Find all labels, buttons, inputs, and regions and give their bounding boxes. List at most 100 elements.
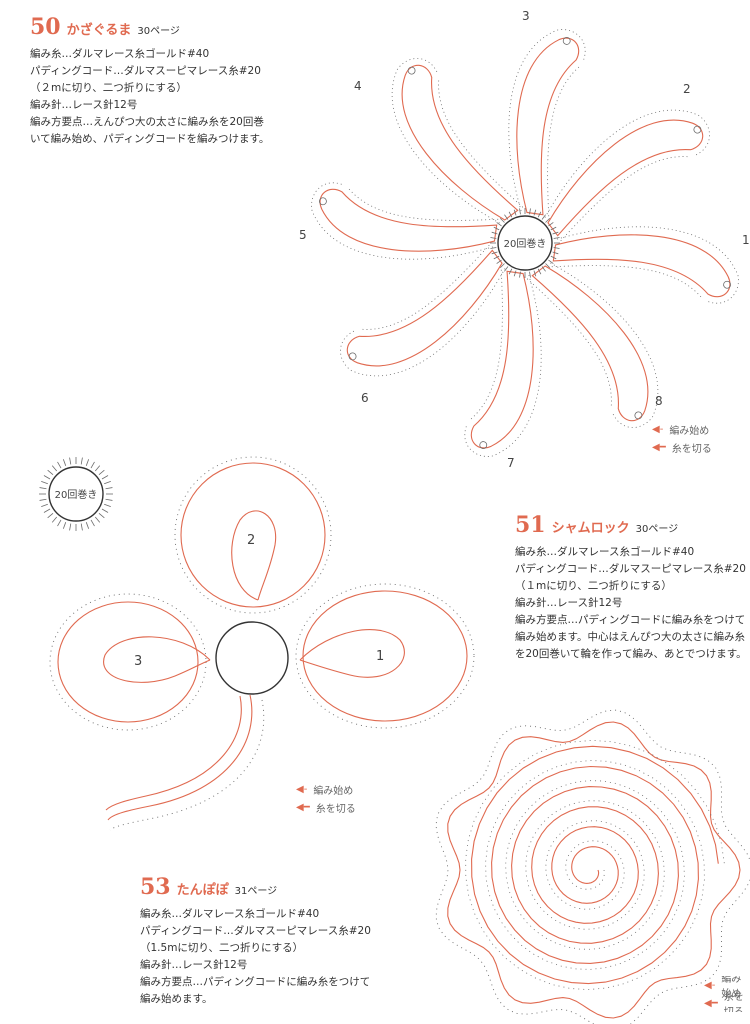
- leaf-2-inner-cord: [231, 510, 277, 601]
- dandelion-stitches: [435, 709, 750, 1024]
- page-reference: 30ページ: [635, 524, 679, 535]
- ring-stitch: [490, 237, 497, 239]
- ring-stitch: [105, 487, 113, 490]
- petal-label-5: 5: [299, 228, 307, 242]
- ring-stitch: [493, 226, 500, 231]
- pinwheel-blade: [551, 226, 739, 304]
- ring-stitch: [69, 523, 72, 531]
- blade-cord-outline: [346, 249, 503, 367]
- ring-stitch: [85, 459, 90, 466]
- leaf-label-1: 1: [376, 649, 384, 664]
- blade-cord-outline: [547, 119, 704, 237]
- dandelion-spiral-cord: [471, 745, 719, 985]
- petal-label-3: 3: [522, 9, 530, 23]
- legend-start-row: ◀-編み始め: [296, 780, 356, 798]
- ring-stitch: [490, 247, 497, 249]
- pattern-notes: 編み糸…ダルマレース糸ゴールド#40 パディングコード…ダルマスーピマレース糸#…: [140, 906, 371, 1008]
- ring-stitch: [94, 516, 101, 523]
- pinwheel-blade: [311, 182, 499, 260]
- blade-cord-outline: [552, 234, 731, 298]
- ring-stitch: [499, 217, 505, 223]
- note-line: （１mに切り、二つ折りにする）: [515, 580, 672, 592]
- note-line: パディングコード…ダルマスーピマレース糸#20: [30, 65, 261, 77]
- ring-stitch: [519, 208, 521, 215]
- petal-label-1: 1: [742, 233, 750, 247]
- pattern-number: 51: [515, 512, 546, 538]
- pattern-title: たんぽぽ: [176, 883, 229, 898]
- ring-stitch: [553, 247, 560, 249]
- legend-53: ◀-編み始め ◀━糸を切る: [704, 976, 750, 1012]
- ring-stitch: [85, 522, 90, 529]
- petal-label-7: 7: [507, 456, 515, 470]
- note-line: 編み始めます。中心はえんぴつ大の太さに編み糸: [515, 631, 745, 643]
- ring-stitch: [90, 519, 95, 527]
- leaf-3-inner-cord: [103, 636, 211, 683]
- note-line: 編み方要点…パディングコードに編み糸をつけて: [140, 976, 371, 988]
- ring-stitch: [80, 457, 83, 465]
- note-line: （1.5mに切り、二つ折りにする）: [140, 942, 304, 954]
- leaf-1-inner-cord: [299, 629, 405, 678]
- ring-stitch: [553, 237, 560, 239]
- ring-stitch: [39, 498, 47, 501]
- ring-stitch: [537, 268, 542, 275]
- ring-stitch: [533, 209, 537, 216]
- note-line: 編み針…レース針12号: [515, 597, 623, 609]
- ring-stitch: [537, 211, 542, 218]
- ring-stitch: [513, 270, 517, 277]
- arrow-left-icon: ◀-: [704, 979, 716, 991]
- ring-stitch: [493, 255, 500, 260]
- legend-cut-row: ◀━糸を切る: [704, 992, 750, 1012]
- shamrock-ring-label: 20回巻き: [55, 489, 98, 501]
- pinwheel-center-label: 20回巻き: [504, 238, 547, 250]
- petal-label-4: 4: [354, 79, 362, 93]
- ring-stitch: [552, 231, 559, 235]
- picot-mark: [319, 197, 327, 206]
- dandelion-spiral-stitches: [465, 739, 725, 991]
- ring-stitch: [548, 259, 554, 264]
- shamrock-center-ring: [215, 621, 289, 695]
- blade-cord-outline: [401, 64, 519, 221]
- blade-cord-outline: [516, 37, 580, 216]
- page-reference: 31ページ: [234, 886, 278, 897]
- legend-51: ◀-編み始め ◀━糸を切る: [296, 780, 356, 816]
- picot-mark: [723, 280, 731, 289]
- picot-mark: [348, 352, 357, 361]
- arrow-left-icon: ◀-: [652, 423, 664, 435]
- blade-stitch-inner: [468, 269, 503, 421]
- ring-stitch: [57, 519, 62, 527]
- ring-stitch: [43, 475, 51, 480]
- ring-stitch: [496, 259, 502, 264]
- ring-stitch: [541, 266, 546, 272]
- pinwheel-blade: [340, 244, 506, 377]
- blade-stitch-inner: [560, 156, 691, 242]
- note-line: を20回巻いて輪を作って編み、あとでつけます。: [515, 648, 747, 660]
- ring-stitch: [491, 231, 498, 235]
- ring-stitch: [504, 214, 509, 220]
- ring-stitch: [491, 251, 498, 255]
- note-line: 編み針…レース針12号: [140, 959, 248, 971]
- legend-cut-label: 糸を切る: [315, 803, 356, 815]
- picot-mark: [407, 66, 416, 75]
- picot-mark: [693, 125, 702, 134]
- ring-stitch: [57, 461, 62, 469]
- note-line: 編み糸…ダルマレース糸ゴールド#40: [140, 908, 320, 920]
- ring-stitch: [552, 251, 559, 255]
- legend-start-label: 編み始め: [313, 785, 354, 797]
- ring-stitch: [541, 214, 546, 220]
- shamrock-ring: [48, 466, 104, 522]
- ring-stitch: [545, 263, 551, 269]
- ring-stitch: [90, 461, 95, 469]
- stem-stitches: [109, 699, 265, 831]
- ring-stitch: [41, 503, 48, 508]
- blade-stitch-inner: [547, 65, 582, 217]
- ring-stitch: [98, 512, 105, 519]
- leaf-2-stitches: [174, 456, 332, 614]
- ring-stitch: [47, 512, 54, 519]
- blade-stitch-inner: [359, 244, 490, 330]
- legend-cut-label: 糸を切る: [723, 992, 744, 1012]
- legend-start-row: ◀-編み始め: [652, 420, 712, 438]
- dandelion-diagram: [435, 709, 750, 1024]
- blade-stitch-outer: [508, 29, 586, 212]
- ring-stitch: [62, 522, 67, 529]
- pattern-title: シャムロック: [551, 521, 630, 536]
